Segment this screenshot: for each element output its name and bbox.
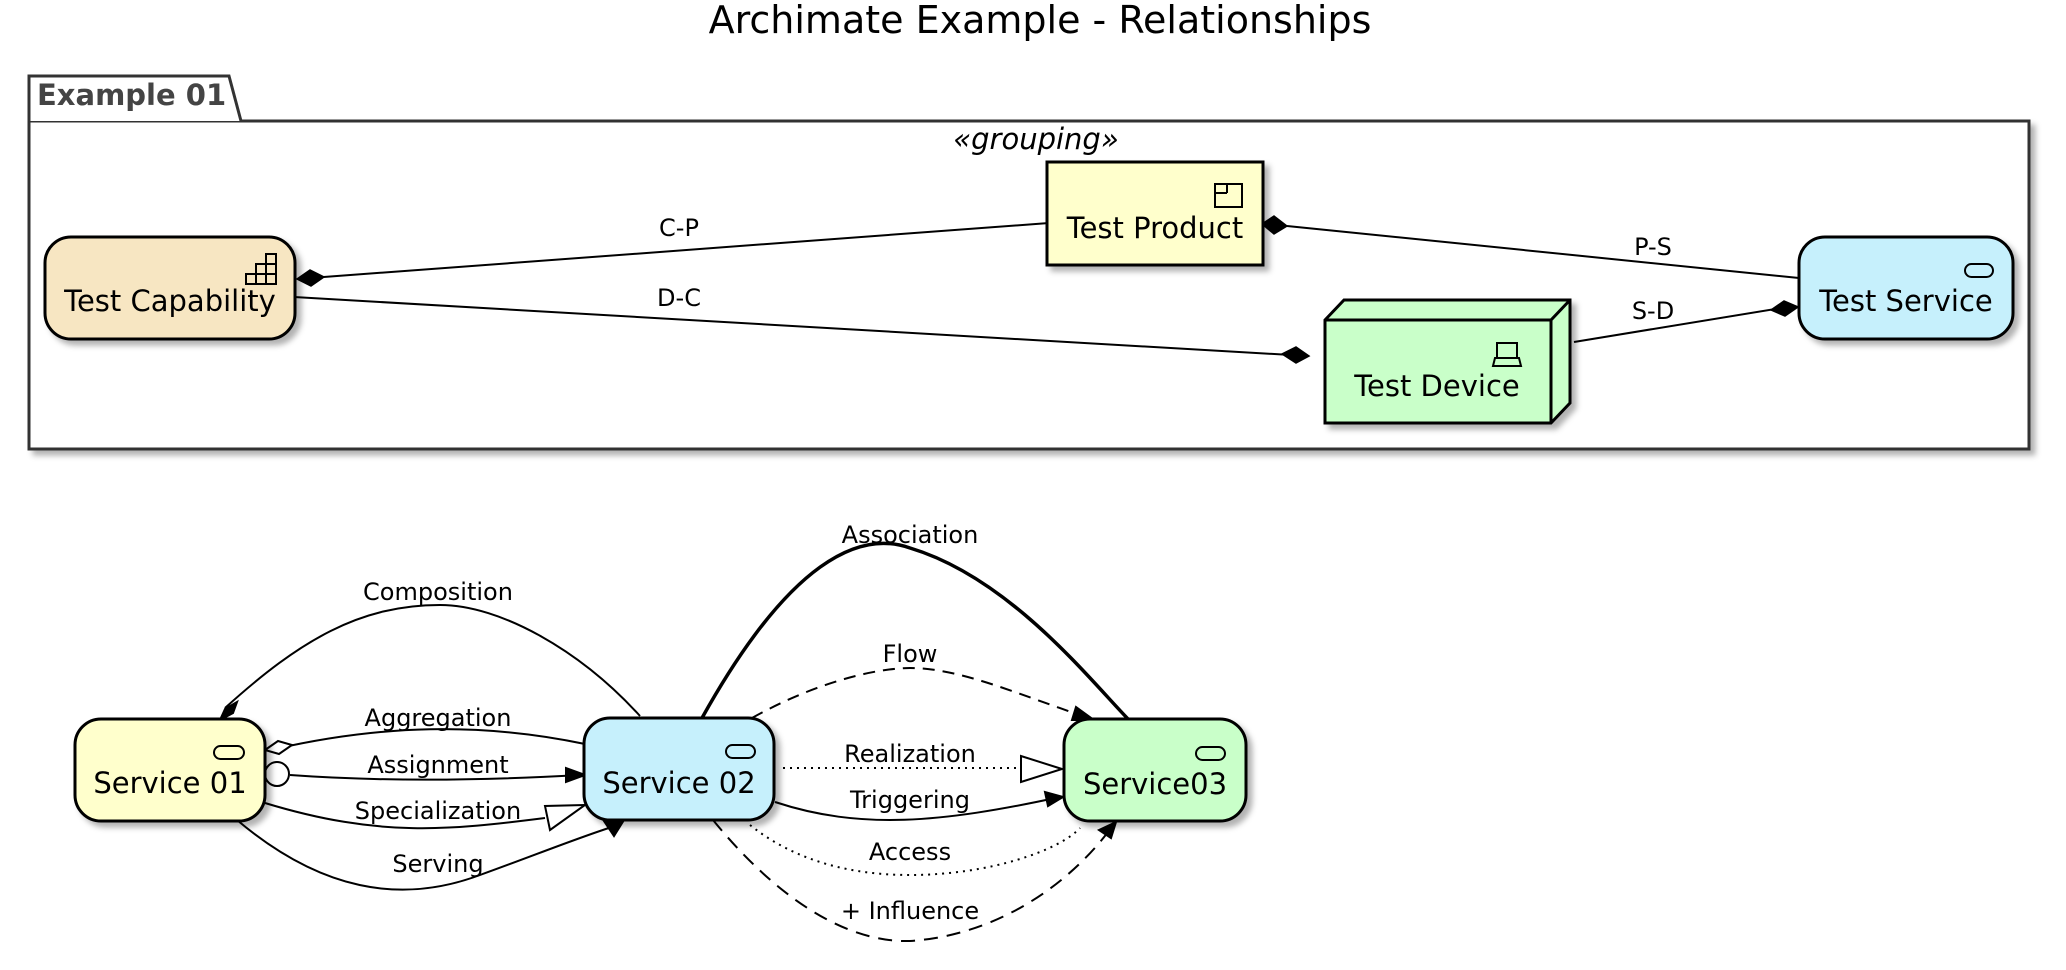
node-test-product[interactable]: Test Product xyxy=(1045,160,1265,267)
edge-assignment xyxy=(289,774,581,781)
node-test-service[interactable]: Test Service xyxy=(1797,235,2015,341)
edge-access xyxy=(749,824,1081,877)
service-icon xyxy=(1195,746,1226,761)
edge-p-s xyxy=(1286,225,1800,279)
top-edges xyxy=(293,222,1800,357)
composition-diamond xyxy=(217,699,239,723)
service-icon xyxy=(725,744,756,759)
node-label: Service 01 xyxy=(93,766,246,800)
edge-label-serving: Serving xyxy=(392,850,483,878)
edge-label-influence: + Influence xyxy=(841,897,979,925)
edge-label-c-p: C-P xyxy=(659,214,699,242)
edge-label-composition: Composition xyxy=(363,578,513,606)
node-label: Test Product xyxy=(1066,211,1243,245)
edge-label-s-d: S-D xyxy=(1632,297,1674,325)
edge-specialization xyxy=(264,802,546,830)
node-service-02[interactable]: Service 02 xyxy=(582,716,776,822)
node-test-device[interactable]: Test Device xyxy=(1323,298,1572,425)
edge-label-specialization: Specialization xyxy=(355,797,521,825)
group-tab xyxy=(27,74,243,122)
edge-triggering xyxy=(774,796,1061,821)
edge-label-access: Access xyxy=(869,838,951,866)
service-icon xyxy=(213,745,245,760)
composition-diamond xyxy=(295,269,326,287)
service-icon xyxy=(1964,263,1994,278)
assignment-dot xyxy=(264,761,290,787)
group-stereotype: «grouping» xyxy=(953,122,1119,156)
node-label: Test Service xyxy=(1818,284,1993,318)
edge-d-c xyxy=(293,296,1309,357)
edge-label-association: Association xyxy=(842,521,979,549)
node-label: Service 02 xyxy=(602,766,755,800)
edge-s-d xyxy=(1573,307,1782,343)
edge-composition xyxy=(224,603,641,717)
edge-flow xyxy=(751,666,1081,719)
node-label: Service03 xyxy=(1083,767,1227,801)
group-tab-label: Example 01 xyxy=(37,78,226,112)
node-service-01[interactable]: Service 01 xyxy=(73,717,267,823)
edge-c-p xyxy=(296,222,1050,280)
node-service-03[interactable]: Service03 xyxy=(1062,717,1248,823)
product-icon xyxy=(1214,183,1243,208)
edge-label-triggering: Triggering xyxy=(849,786,970,814)
edge-label-flow: Flow xyxy=(883,640,938,668)
diagram-title: Archimate Example - Relationships xyxy=(709,0,1372,42)
arrowhead xyxy=(565,766,588,784)
edge-serving xyxy=(236,819,613,891)
arrowhead xyxy=(1043,790,1066,808)
device-icon xyxy=(1491,342,1523,367)
edge-association xyxy=(700,541,1131,722)
group-example-01: Example 01 «grouping» xyxy=(27,74,2031,451)
edge-label-realization: Realization xyxy=(844,740,976,768)
edge-label-p-s: P-S xyxy=(1634,233,1672,261)
capability-icon xyxy=(245,253,277,285)
edge-aggregation xyxy=(274,728,586,750)
node-label: Test Capability xyxy=(63,284,276,318)
realization-triangle xyxy=(1020,754,1066,784)
node-test-capability[interactable]: Test Capability xyxy=(43,235,297,341)
aggregation-diamond xyxy=(262,739,295,756)
node-label: Test Device xyxy=(1353,369,1520,403)
edge-label-assignment: Assignment xyxy=(367,751,508,779)
composition-diamond xyxy=(1769,300,1800,317)
arrowhead xyxy=(1096,820,1118,840)
edge-influence xyxy=(712,819,1109,943)
composition-diamond xyxy=(1260,215,1289,235)
specialization-triangle xyxy=(543,803,589,832)
composition-diamond xyxy=(1280,346,1311,364)
edge-label-d-c: D-C xyxy=(657,284,701,312)
edge-label-aggregation: Aggregation xyxy=(365,704,512,732)
